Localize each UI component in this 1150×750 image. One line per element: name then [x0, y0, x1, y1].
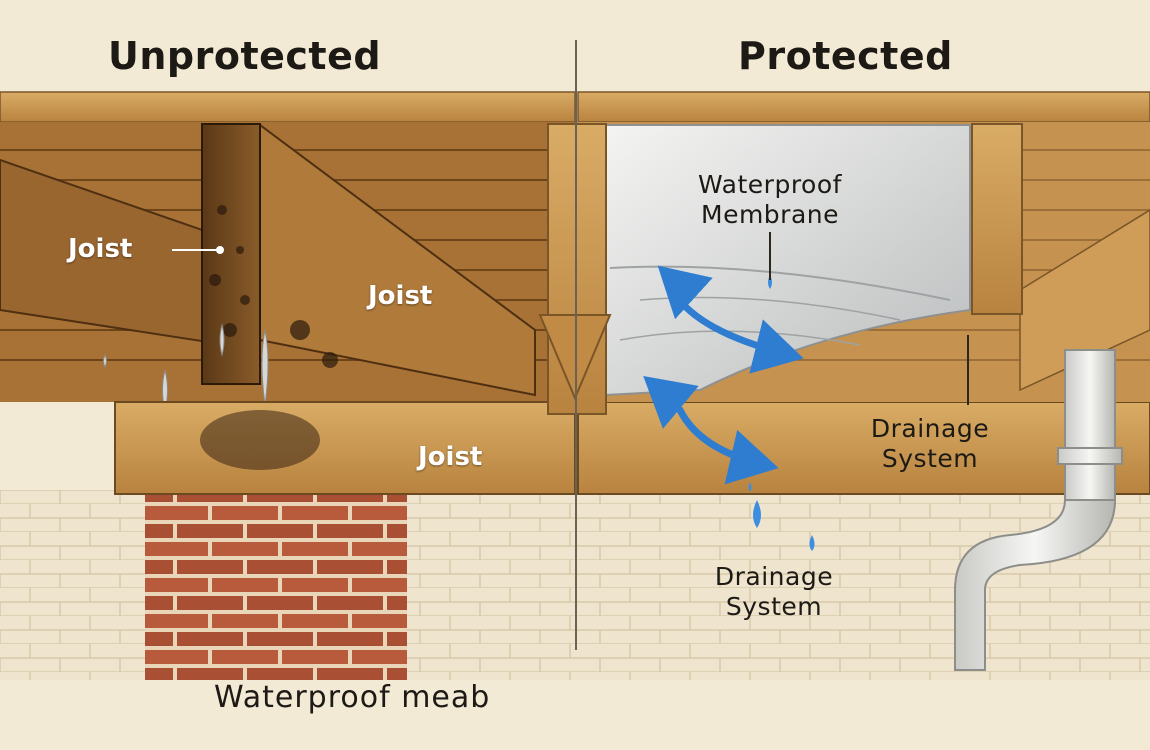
deck-board-left	[0, 91, 576, 123]
leader-lines-dark	[769, 232, 969, 405]
joist-label-beam: Joist	[368, 281, 433, 311]
bottom-caption: Waterproof meab	[214, 680, 491, 715]
drainage-label-lower: Drainage System	[684, 562, 864, 622]
drainage-right-line2: System	[881, 444, 979, 473]
drainage-label-right: Drainage System	[840, 414, 1020, 474]
drainage-lower-line1: Drainage	[714, 562, 834, 591]
membrane-label-line1: Waterproof	[698, 170, 842, 199]
downspout	[954, 349, 1123, 671]
left-panel-title: Unprotected	[108, 34, 382, 78]
joist-label-left: Joist	[68, 234, 133, 264]
right-post-right	[971, 123, 1023, 315]
rotten-post	[201, 123, 261, 385]
rot-stain-bottom	[200, 410, 320, 470]
membrane-label: Waterproof Membrane	[660, 170, 880, 230]
brick-pier	[145, 490, 407, 680]
drainage-lower-line2: System	[725, 592, 823, 621]
drainage-right-line1: Drainage	[870, 414, 990, 443]
bottom-joist-left	[114, 401, 576, 495]
deck-board-right	[577, 91, 1150, 123]
membrane-label-line2: Membrane	[701, 200, 839, 229]
right-diagonal-joist	[1019, 209, 1150, 392]
joist-label-bottom: Joist	[418, 442, 483, 472]
right-panel-title: Protected	[738, 34, 953, 78]
leader-lines	[172, 246, 224, 254]
water-flow-arrows	[643, 265, 804, 485]
